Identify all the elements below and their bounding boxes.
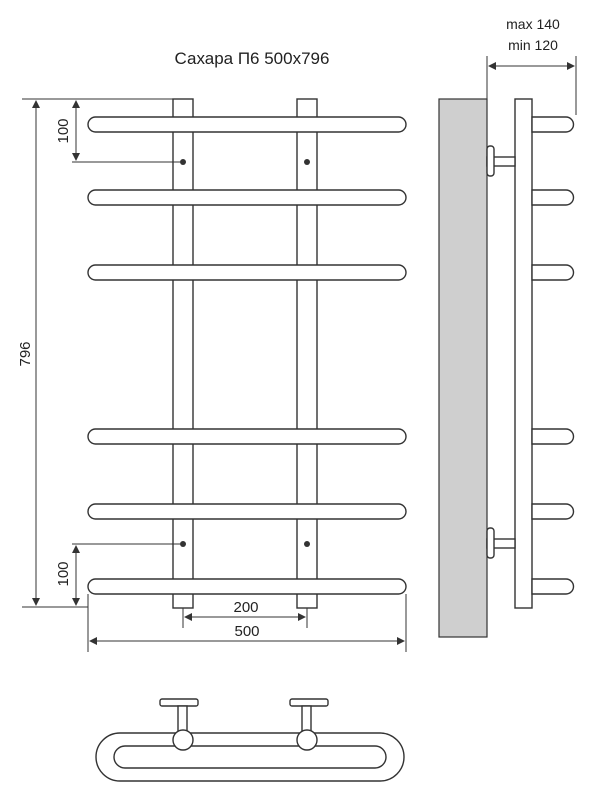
- right-vertical-rail: [296, 98, 318, 609]
- mount-hole-bottom-left: [180, 541, 186, 547]
- overall-width-label: 500: [234, 623, 259, 640]
- bottom-offset-label: 100: [55, 561, 72, 586]
- towel-bar-2: [87, 189, 407, 206]
- towel-bar-3: [87, 264, 407, 281]
- bottom-offset-dimension: 100: [55, 543, 180, 606]
- mount-hole-top-left: [180, 159, 186, 165]
- depth-dimension: max 140 min 120: [486, 16, 577, 115]
- towel-bar-1: [87, 116, 407, 133]
- lower-bracket-flange: [486, 527, 495, 559]
- top-view-bar-inner: [113, 745, 387, 769]
- towel-bar-4: [87, 428, 407, 445]
- drawing-title: Сахара П6 500х796: [175, 49, 330, 68]
- side-bar-end-1: [531, 116, 575, 133]
- mount-spacing-label: 200: [233, 599, 258, 616]
- side-bar-end-6: [531, 578, 575, 595]
- overall-height-label: 796: [17, 341, 34, 366]
- side-bar-end-2: [531, 189, 575, 206]
- height-dimension: 796: [17, 98, 173, 608]
- side-bar-end-3: [531, 264, 575, 281]
- top-left-rail-section: [172, 729, 194, 751]
- mount-spacing-dimension: 200: [182, 599, 308, 628]
- mount-hole-top-right: [304, 159, 310, 165]
- top-right-rail-section: [296, 729, 318, 751]
- wall-section: [438, 98, 488, 638]
- side-bar-end-4: [531, 428, 575, 445]
- width-dimension: 500: [87, 594, 407, 652]
- top-offset-dimension: 100: [55, 100, 180, 163]
- towel-bar-5: [87, 503, 407, 520]
- top-right-wall-flange: [289, 698, 329, 707]
- upper-bracket-flange: [486, 145, 495, 177]
- top-left-wall-flange: [159, 698, 199, 707]
- side-bar-end-5: [531, 503, 575, 520]
- depth-max-label: max 140: [506, 16, 560, 32]
- left-vertical-rail: [172, 98, 194, 609]
- top-offset-label: 100: [55, 118, 72, 143]
- towel-bar-6: [87, 578, 407, 595]
- depth-min-label: min 120: [508, 37, 558, 53]
- side-vertical-rail: [514, 98, 533, 609]
- front-view: [87, 98, 407, 609]
- side-view: [438, 98, 575, 638]
- top-view: [95, 698, 405, 782]
- mount-hole-bottom-right: [304, 541, 310, 547]
